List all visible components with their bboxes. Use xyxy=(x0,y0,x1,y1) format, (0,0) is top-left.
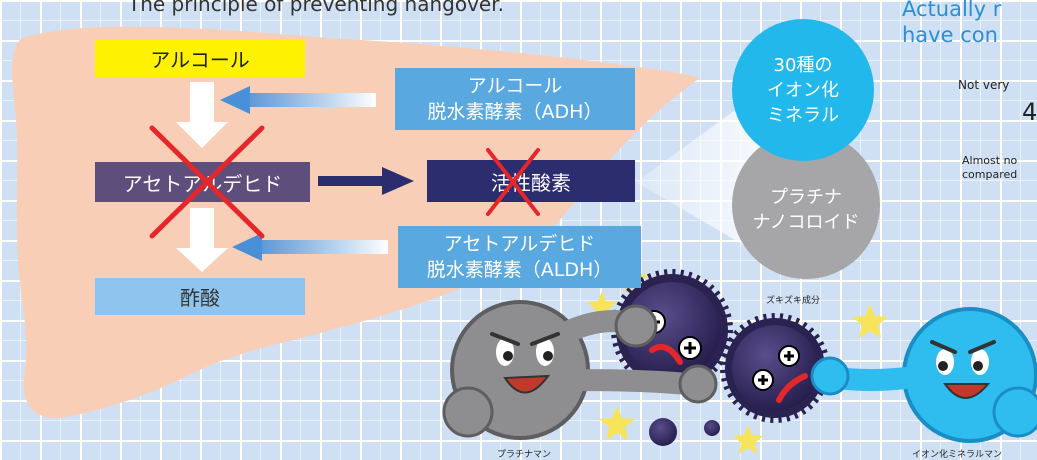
right-title-line-2: have con xyxy=(902,23,998,47)
platinum-man-label: プラチナマン xyxy=(497,450,552,460)
ion-line-2: イオン化 xyxy=(767,79,839,101)
aldh-enzyme-box: アセトアルデヒド 脱水素酵素（ALDH） xyxy=(398,226,641,288)
pain-component-label: ズキズキ成分 xyxy=(766,296,821,306)
adh-arrow xyxy=(220,86,376,114)
active-oxygen-box: 活性酸素 xyxy=(427,160,635,202)
germ-icon-2 xyxy=(720,313,830,423)
germ-icon-1 xyxy=(611,269,733,391)
adh-line-1: アルコール xyxy=(467,75,563,97)
pt-line-2: ナノコロイド xyxy=(752,212,860,233)
adh-enzyme-box: アルコール 脱水素酵素（ADH） xyxy=(395,68,635,130)
ion-line-3: ミネラル xyxy=(767,104,839,126)
platinum-man-character xyxy=(442,300,718,440)
diagram-title: The principle of preventing hangover. xyxy=(128,0,504,16)
adh-line-2: 脱水素酵素（ADH） xyxy=(427,101,603,123)
aldh-line-2: 脱水素酵素（ALDH） xyxy=(426,259,613,281)
ionized-mineral-circle: 30種の イオン化 ミネラル xyxy=(732,19,874,161)
small-germ-icons xyxy=(649,418,720,446)
acetic-acid-box: 酢酸 xyxy=(95,278,305,315)
ion-mineral-man-label: イオン化ミネラルマン xyxy=(912,450,1003,460)
to-ros-arrow xyxy=(318,167,414,195)
right-note-2-line-1: Almost no xyxy=(962,154,1018,167)
ion-mineral-man-character xyxy=(810,307,1037,443)
pt-line-1: プラチナ xyxy=(769,187,842,208)
acetaldehyde-box: アセトアルデヒド xyxy=(95,162,310,202)
ion-line-1: 30種の xyxy=(773,54,833,76)
right-number: 4 xyxy=(1022,98,1037,126)
right-note-2-line-2: compared xyxy=(962,168,1018,181)
right-title: Actually r have con xyxy=(902,0,1001,48)
right-title-line-1: Actually r xyxy=(902,0,1002,21)
aldh-arrow xyxy=(232,233,388,261)
aldh-line-1: アセトアルデヒド xyxy=(443,233,596,255)
right-note-2: Almost no compared xyxy=(962,154,1017,182)
alcohol-box: アルコール xyxy=(95,40,305,77)
right-note-1: Not very xyxy=(958,78,1010,92)
